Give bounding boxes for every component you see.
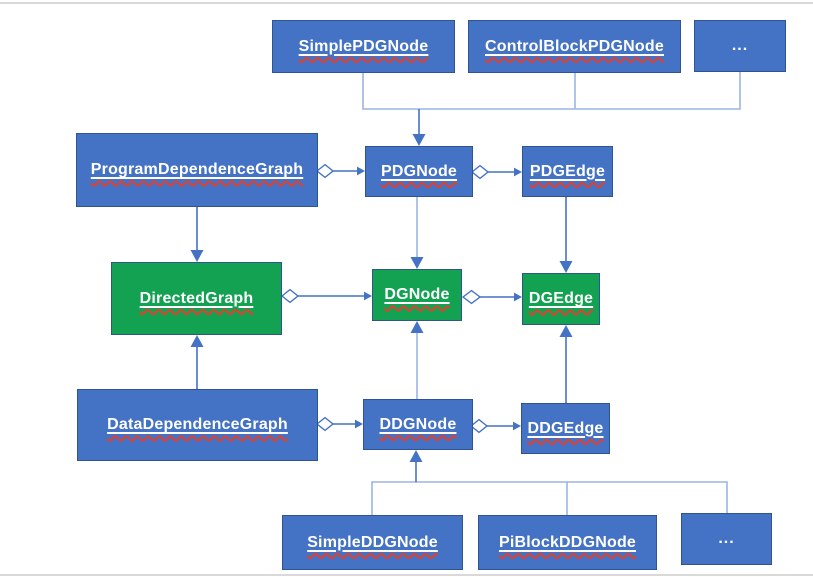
class-label-wrap: DGEdge [529,290,593,308]
connector-directedgraph-dgnode-aggregation [280,288,372,304]
ellipsis-label: ... [731,37,749,54]
class-label: DirectedGraph [139,289,254,307]
class-label-wrap: PDGNode [381,163,457,181]
class-box-dgnode: DGNode [372,269,462,321]
class-label-wrap: SimpleDDGNode [307,534,438,552]
class-box-dgedge: DGEdge [522,273,600,325]
class-label: DGNode [384,286,450,303]
class-label-wrap: DDGNode [380,416,457,434]
class-label: PDGNode [380,162,458,180]
class-box-bottom-ellipsis: ... [681,513,772,565]
connector-pdgedge-to-dgedge [559,197,573,273]
connector-ddggraph-ddgnode-aggregation [315,416,363,432]
connector-ddgedge-to-dgedge [559,325,573,403]
class-box-programdependencegraph: ProgramDependenceGraph [76,133,318,207]
class-box-directedgraph: DirectedGraph [111,262,282,335]
page-bottom-border [0,574,813,576]
connector-dgnode-dgedge-aggregation [461,289,522,305]
class-label: SimplePDGNode [298,37,429,55]
connector-ddgnode-ddgedge-aggregation [469,418,521,434]
class-label-wrap: ControlBlockPDGNode [485,38,664,56]
class-box-piblockddgnode: PiBlockDDGNode [478,515,657,570]
class-label: DGEdge [528,290,594,307]
connector-top-fan-in [362,72,741,146]
ellipsis-label: ... [718,530,735,547]
class-box-top-ellipsis: ... [694,20,786,72]
connector-ddggraph-to-directedgraph [190,335,204,389]
connector-pdgnode-pdgedge-aggregation [470,164,522,180]
class-box-datadependencegraph: DataDependenceGraph [77,389,318,461]
class-label: PiBlockDDGNode [498,533,637,551]
connector-pdggraph-pdgnode-aggregation [315,163,365,179]
class-label: DDGNode [379,415,457,433]
class-label-wrap: DGNode [384,286,449,304]
class-label: DataDependenceGraph [107,416,288,433]
class-label: PDGEdge [529,162,606,180]
class-label-wrap: DataDependenceGraph [107,416,288,434]
class-box-ddgnode: DDGNode [363,399,473,450]
class-box-simplepdgnode: SimplePDGNode [272,20,455,73]
class-box-controlblockpdgnode: ControlBlockPDGNode [468,20,681,73]
class-label-wrap: DDGEdge [527,420,603,438]
connector-ddgnode-to-dgnode [410,321,424,399]
connector-pdggraph-to-directedgraph [190,207,204,262]
class-label-wrap: DirectedGraph [140,290,254,308]
class-label-wrap: PDGEdge [530,163,605,181]
class-label-wrap: PiBlockDDGNode [499,534,636,552]
class-label: SimpleDDGNode [307,533,438,551]
connector-bottom-fan-in [371,450,728,515]
page-top-border [0,2,813,4]
class-label-wrap: ProgramDependenceGraph [91,161,303,179]
class-box-ddgedge: DDGEdge [521,403,610,454]
class-box-pdgedge: PDGEdge [522,146,613,197]
class-box-simpleddgnode: SimpleDDGNode [282,515,463,570]
class-label: ProgramDependenceGraph [90,161,304,178]
connector-pdgnode-to-dgnode [410,197,424,269]
class-label-wrap: SimplePDGNode [299,38,429,56]
class-label: ControlBlockPDGNode [485,37,664,55]
class-label: DDGEdge [527,419,604,437]
class-box-pdgnode: PDGNode [365,146,473,197]
